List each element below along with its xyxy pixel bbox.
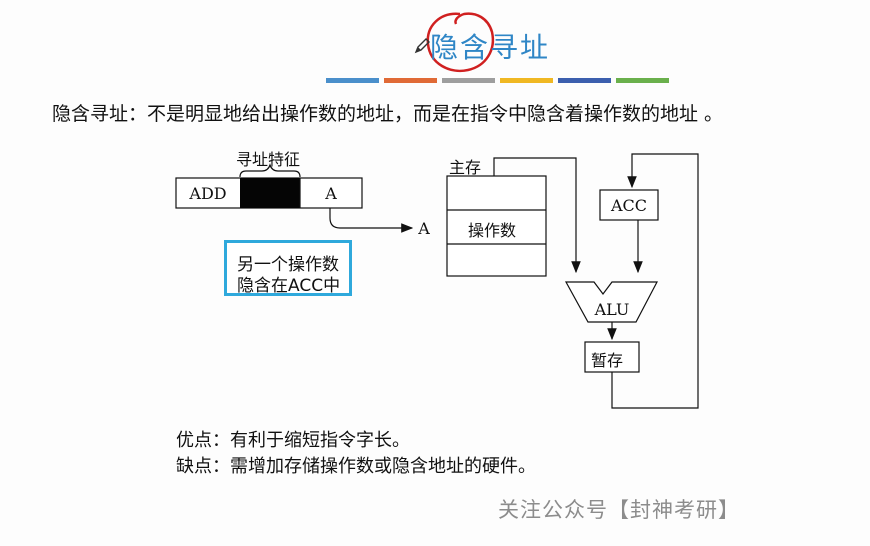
advantage-text: 优点：有利于缩短指令字长。 [176,430,410,451]
color-segment [616,78,669,83]
addressing-feature-field [240,178,300,208]
color-segment [326,78,379,83]
definition-text: 隐含寻址：不是明显地给出操作数的地址，而是在指令中隐含着操作数的地址 。 [52,103,724,125]
alu-shape [564,281,658,323]
operand-cell-label: 操作数 [468,221,517,240]
feedback-loop [611,153,699,409]
temp-register-label: 暂存 [591,351,624,370]
addressing-feature-label: 寻址特征 [236,150,301,169]
implied-operand-note: 另一个操作数 隐含在ACC中 [224,240,352,296]
feature-brace [239,163,301,178]
pen-icon [414,38,430,54]
color-segment [442,78,495,83]
color-segment [384,78,437,83]
red-annotation-circle [426,12,495,73]
title-color-bar [326,78,669,83]
slide-title: 隐含寻址 [430,31,551,64]
disadvantage-text: 缺点：需增加存储操作数或隐含地址的硬件。 [176,456,536,477]
memory-to-alu-line [493,157,581,274]
color-segment [500,78,553,83]
address-arrow [329,208,414,233]
note-line-2: 隐含在ACC中 [237,276,341,296]
main-memory-label: 主存 [449,158,482,177]
main-memory [446,175,547,277]
acc-label: ACC [610,196,648,215]
color-segment [558,78,611,83]
acc-box [599,189,659,221]
arrow-target-label: A [418,219,430,238]
alu-label: ALU [594,300,630,319]
opcode-label: ADD [189,184,227,203]
watermark-text: 关注公众号【封神考研】 [498,498,740,522]
address-field-label: A [325,184,337,203]
temp-register-box [584,341,640,373]
note-line-1: 另一个操作数 [237,255,339,275]
